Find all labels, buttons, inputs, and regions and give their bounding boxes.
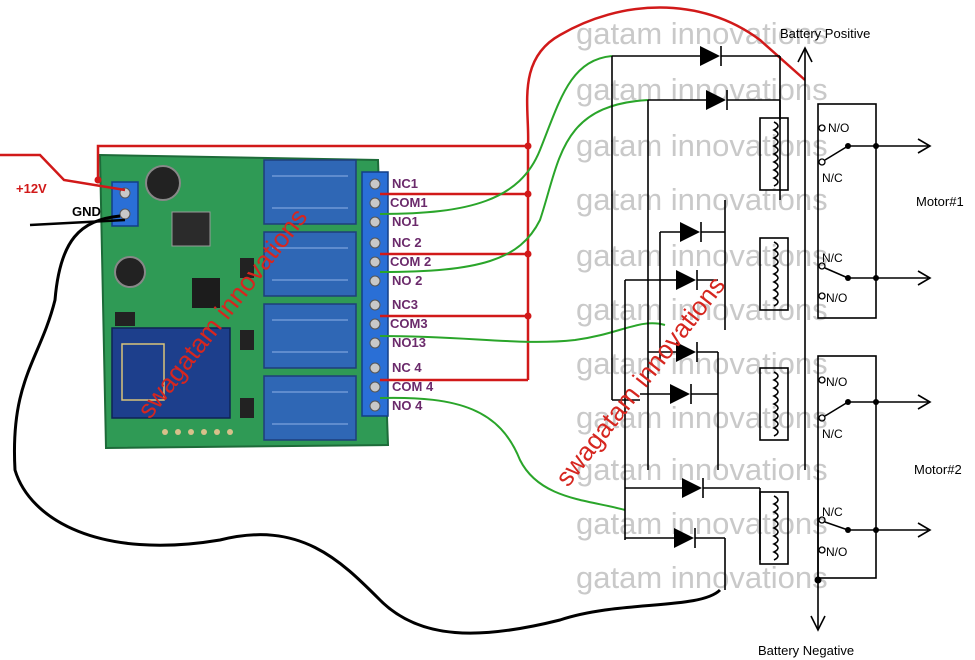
power-label-12v: +12V — [16, 181, 47, 196]
bluetooth-module — [111, 327, 231, 419]
label-no-4: N/O — [826, 545, 847, 559]
battery-negative-label: Battery Negative — [758, 643, 854, 658]
terminal-label-nc1: NC1 — [392, 176, 418, 191]
motor2-label: Motor#2 — [914, 462, 962, 477]
relay-coils — [759, 117, 789, 565]
watermark-gray-1: gatam innovations — [576, 16, 828, 51]
relay-3 — [263, 303, 357, 369]
label-nc-3: N/C — [822, 427, 843, 441]
green-wires — [379, 55, 666, 511]
battery-positive-label: Battery Positive — [780, 26, 870, 41]
watermark-gray-9: gatam innovations — [576, 452, 828, 487]
relay-2 — [263, 231, 357, 297]
watermark-gray-8: gatam innovations — [576, 400, 828, 435]
capacitor-2 — [114, 256, 146, 288]
watermark-gray-5: gatam innovations — [576, 238, 828, 273]
terminal-label-no13: NO13 — [392, 335, 426, 350]
regulator-chip — [171, 211, 211, 247]
relay-module-board — [98, 153, 390, 450]
terminal-label-no2: NO 2 — [392, 273, 422, 288]
terminal-label-nc2: NC 2 — [392, 235, 422, 250]
label-nc-4: N/C — [822, 505, 843, 519]
power-label-gnd: GND — [72, 204, 101, 219]
capacitor-1 — [145, 165, 181, 201]
watermark-gray-4: gatam innovations — [576, 182, 828, 217]
terminal-label-com3: COM3 — [390, 316, 428, 331]
diodes — [612, 46, 780, 548]
terminal-label-nc4: NC 4 — [392, 360, 422, 375]
terminal-label-no1: NO1 — [392, 214, 419, 229]
switch-labels: N/O N/C N/C N/O N/O N/C N/C N/O — [822, 121, 849, 559]
gnd-wire — [12, 214, 722, 635]
relay-1 — [263, 159, 357, 225]
relay-4 — [263, 375, 357, 441]
label-no-3: N/O — [826, 375, 847, 389]
label-no-1: N/O — [828, 121, 849, 135]
label-nc-1: N/C — [822, 171, 843, 185]
watermark-gray-11: gatam innovations — [576, 560, 828, 595]
watermark-gray-3: gatam innovations — [576, 128, 828, 163]
watermark-gray-2: gatam innovations — [576, 72, 828, 107]
terminal-labels: NC1 COM1 NO1 NC 2 COM 2 NO 2 NC3 COM3 NO… — [390, 176, 434, 413]
ic-chip — [192, 278, 220, 308]
terminal-label-no4: NO 4 — [392, 398, 423, 413]
contact-switches — [817, 103, 932, 579]
motor1-label: Motor#1 — [916, 194, 964, 209]
output-terminal-block — [361, 171, 389, 417]
watermark-gray-10: gatam innovations — [576, 506, 828, 541]
label-no-2: N/O — [826, 291, 847, 305]
power-input-wires: +12V GND — [0, 144, 722, 635]
label-nc-2: N/C — [822, 251, 843, 265]
terminal-label-com1: COM1 — [390, 195, 428, 210]
relay-schematic: N/O N/C N/C N/O N/O N/C N/C N/O — [611, 46, 932, 632]
terminal-label-nc3: NC3 — [392, 297, 418, 312]
terminal-label-com4: COM 4 — [392, 379, 434, 394]
terminal-label-com2: COM 2 — [390, 254, 431, 269]
